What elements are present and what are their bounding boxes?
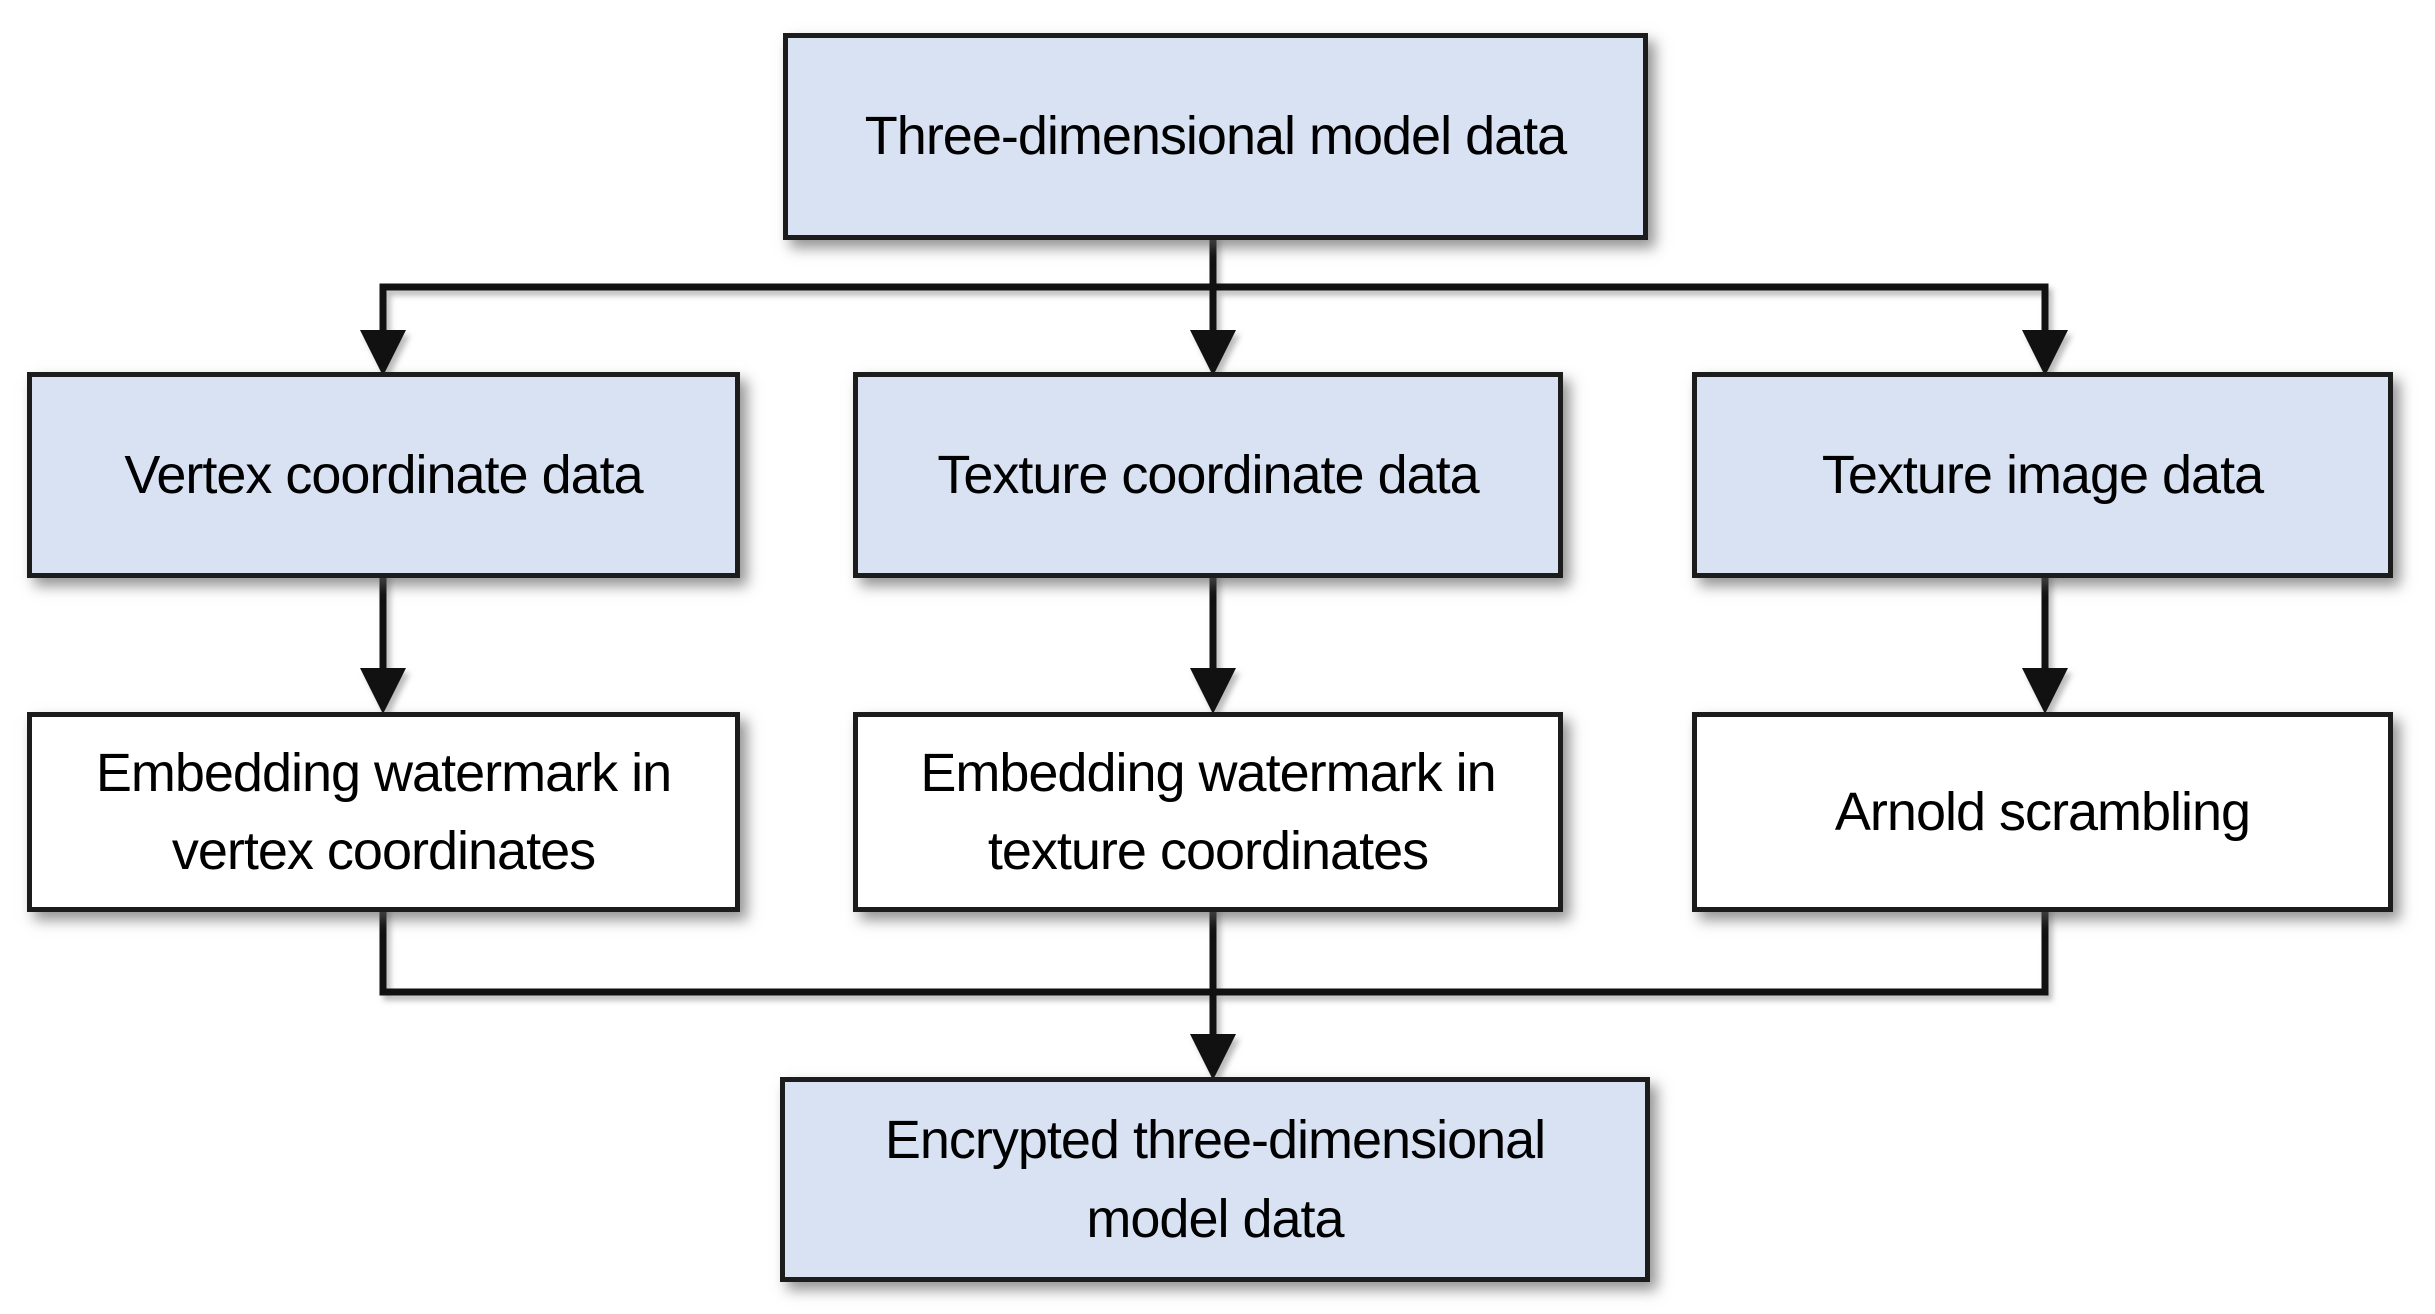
node-texture-image-data: Texture image data [1692, 372, 2393, 578]
node-label: Texture image data [1821, 444, 2264, 505]
node-vertex-coordinate-data: Vertex coordinate data [27, 372, 740, 578]
connector-arrowheads [360, 330, 2068, 1080]
node-encrypted-model-data: Encrypted three-dimensional model data [780, 1077, 1650, 1282]
connector-lines [379, 234, 2049, 1041]
node-label: Texture coordinate data [937, 444, 1479, 505]
node-label: Embedding watermark in vertex coordinate… [95, 742, 672, 881]
arrowhead-into-texcoord [1190, 330, 1236, 376]
node-embedding-watermark-texture: Embedding watermark in texture coordinat… [853, 712, 1563, 912]
node-texture-coordinate-data: Texture coordinate data [853, 372, 1563, 578]
arrowhead-into-embedv [360, 668, 406, 714]
arrowhead-into-vertex [360, 330, 406, 376]
arrowhead-into-teximg [2022, 330, 2068, 376]
arrowhead-into-result [1190, 1034, 1236, 1080]
node-arnold-scrambling: Arnold scrambling [1692, 712, 2393, 912]
node-label: Three-dimensional model data [864, 106, 1567, 167]
arrowhead-into-arnold [2022, 668, 2068, 714]
node-label: Arnold scrambling [1834, 781, 2251, 842]
node-label: Encrypted three-dimensional model data [884, 1110, 1546, 1249]
node-label: Embedding watermark in texture coordinat… [920, 742, 1496, 881]
node-embedding-watermark-vertex: Embedding watermark in vertex coordinate… [27, 712, 740, 912]
node-three-dimensional-model-data: Three-dimensional model data [783, 33, 1648, 240]
node-label: Vertex coordinate data [124, 444, 643, 505]
arrowhead-into-embedt [1190, 668, 1236, 714]
